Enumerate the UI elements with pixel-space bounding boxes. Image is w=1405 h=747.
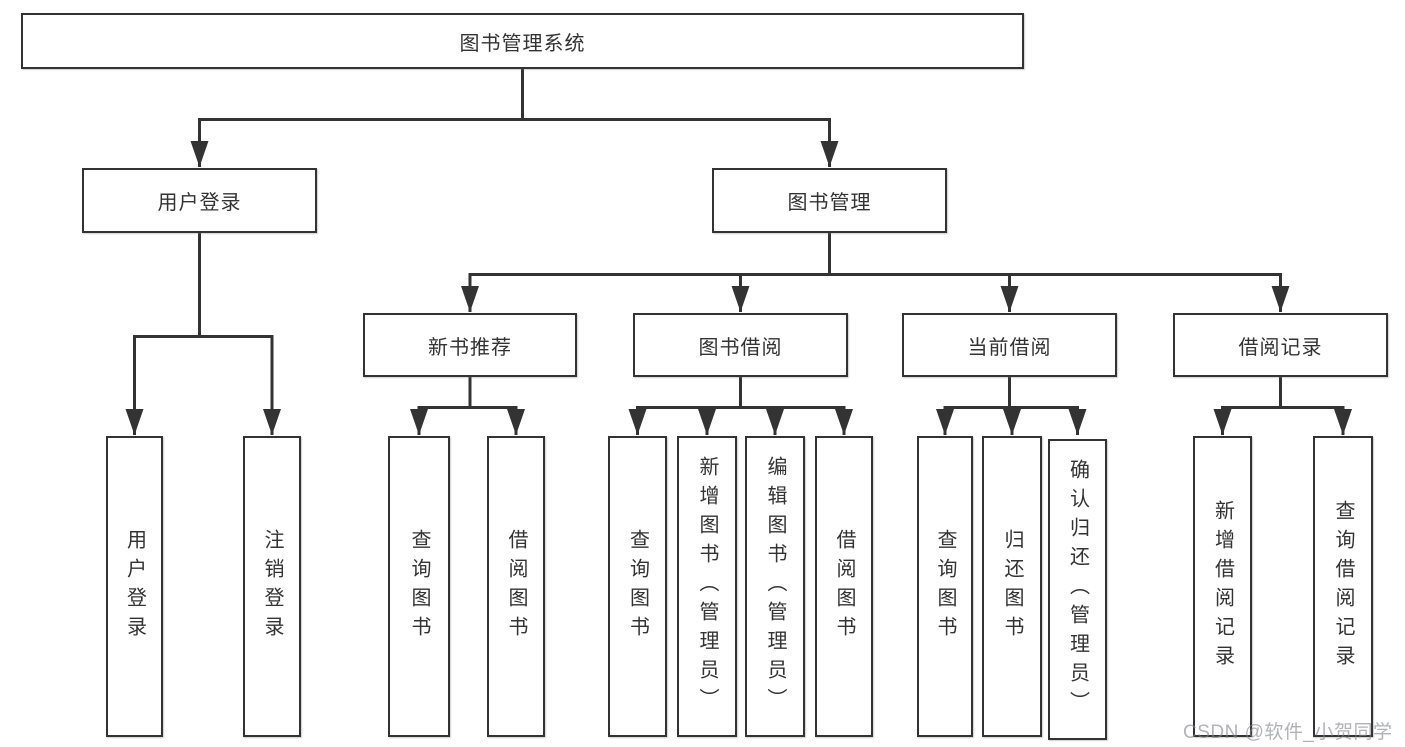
leaf-cb-query-books: 查询图书: [917, 436, 973, 737]
leaf-nb-borrow-books: 借阅图书: [487, 436, 545, 737]
node-borrow-records: 借阅记录: [1173, 313, 1388, 377]
node-book-management: 图书管理: [712, 168, 947, 233]
leaf-user-login-label: 用户登录: [123, 528, 146, 645]
leaf-cb-return-books: 归还图书: [982, 436, 1042, 737]
node-current-borrow-label: 当前借阅: [967, 336, 1052, 359]
leaf-cb-return-books-label: 归还图书: [1001, 528, 1023, 645]
leaf-nb-borrow-books-label: 借阅图书: [505, 528, 527, 645]
leaf-bb-borrow-books-label: 借阅图书: [833, 528, 855, 645]
leaf-bb-query-books-label: 查询图书: [626, 528, 649, 645]
node-book-borrow: 图书借阅: [633, 313, 848, 377]
leaf-bb-add-books-admin: 新增图书（管理员）: [677, 436, 737, 737]
watermark: CSDN @软件_小贺同学: [1183, 722, 1393, 743]
leaf-bb-query-books: 查询图书: [608, 436, 667, 737]
node-user-login-label: 用户登录: [157, 192, 242, 214]
leaf-cb-confirm-return-admin-label: 确认归还（管理员）: [1066, 459, 1089, 720]
node-new-book-recommend: 新书推荐: [363, 313, 577, 377]
node-root: 图书管理系统: [21, 13, 1024, 69]
leaf-user-login: 用户登录: [106, 436, 163, 737]
leaf-nb-query-books: 查询图书: [388, 436, 450, 737]
node-book-borrow-label: 图书借阅: [698, 336, 783, 359]
leaf-br-add-record: 新增借阅记录: [1193, 436, 1252, 737]
node-book-management-label: 图书管理: [787, 192, 872, 214]
leaf-cb-confirm-return-admin: 确认归还（管理员）: [1048, 439, 1107, 740]
connector-arrows: [125, 119, 1352, 435]
leaf-br-add-record-label: 新增借阅记录: [1211, 499, 1234, 674]
leaf-logout-label: 注销登录: [261, 528, 283, 645]
leaf-logout: 注销登录: [243, 436, 301, 737]
leaf-bb-edit-books-admin-label: 编辑图书（管理员）: [764, 456, 786, 717]
leaf-bb-add-books-admin-label: 新增图书（管理员）: [696, 456, 718, 717]
leaf-br-query-record: 查询借阅记录: [1313, 436, 1373, 737]
node-current-borrow: 当前借阅: [902, 313, 1117, 377]
leaf-nb-query-books-label: 查询图书: [408, 528, 430, 645]
node-new-book-recommend-label: 新书推荐: [428, 336, 512, 359]
leaf-bb-borrow-books: 借阅图书: [815, 436, 873, 737]
node-root-label: 图书管理系统: [459, 32, 586, 55]
node-borrow-records-label: 借阅记录: [1238, 336, 1323, 359]
leaf-br-query-record-label: 查询借阅记录: [1332, 499, 1354, 674]
leaf-bb-edit-books-admin: 编辑图书（管理员）: [745, 436, 805, 737]
node-user-login: 用户登录: [82, 168, 317, 233]
leaf-cb-query-books-label: 查询图书: [934, 528, 956, 645]
